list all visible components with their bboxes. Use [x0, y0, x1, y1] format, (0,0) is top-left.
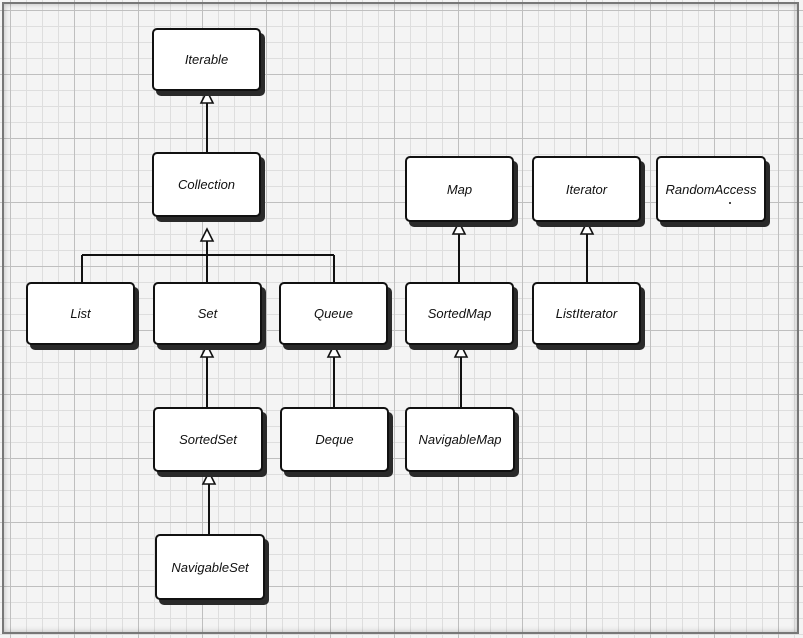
node-navigable-set: NavigableSet — [155, 534, 265, 600]
node-sorted-set: SortedSet — [153, 407, 263, 472]
node-set: Set — [153, 282, 262, 345]
arrowhead-sortedmap — [453, 343, 469, 358]
node-random-access: RandomAccess — [656, 156, 766, 222]
arrowhead-sortedset — [201, 470, 217, 485]
node-list-iterator: ListIterator — [532, 282, 641, 345]
node-label: SortedMap — [427, 306, 492, 321]
node-label: Set — [197, 306, 218, 321]
node-label: List — [70, 306, 91, 321]
arrowhead-iterable — [199, 89, 215, 104]
node-deque: Deque — [280, 407, 389, 472]
node-map: Map — [405, 156, 514, 222]
arrowhead-map — [451, 220, 467, 235]
node-label: SortedSet — [179, 432, 237, 447]
node-list: List — [26, 282, 135, 345]
speck-mark — [729, 202, 731, 204]
node-iterator: Iterator — [532, 156, 641, 222]
node-label: Collection — [177, 177, 236, 192]
node-collection: Collection — [152, 152, 261, 217]
node-label: Map — [446, 181, 473, 197]
node-queue: Queue — [279, 282, 388, 345]
node-label: Deque — [315, 432, 354, 447]
node-label: RandomAccess — [665, 181, 757, 197]
node-iterable: Iterable — [152, 28, 261, 91]
node-navigable-map: NavigableMap — [405, 407, 515, 472]
node-label: NavigableSet — [171, 559, 249, 575]
arrowhead-iterator — [579, 220, 595, 235]
node-label: Queue — [313, 306, 354, 321]
node-label: Iterable — [184, 52, 229, 67]
node-sorted-map: SortedMap — [405, 282, 514, 345]
node-label: ListIterator — [555, 306, 618, 321]
node-label: NavigableMap — [418, 432, 502, 447]
arrowhead-set — [199, 343, 215, 358]
arrowhead-queue — [326, 343, 342, 358]
node-label: Iterator — [565, 181, 608, 197]
arrowhead-collection — [199, 227, 215, 242]
